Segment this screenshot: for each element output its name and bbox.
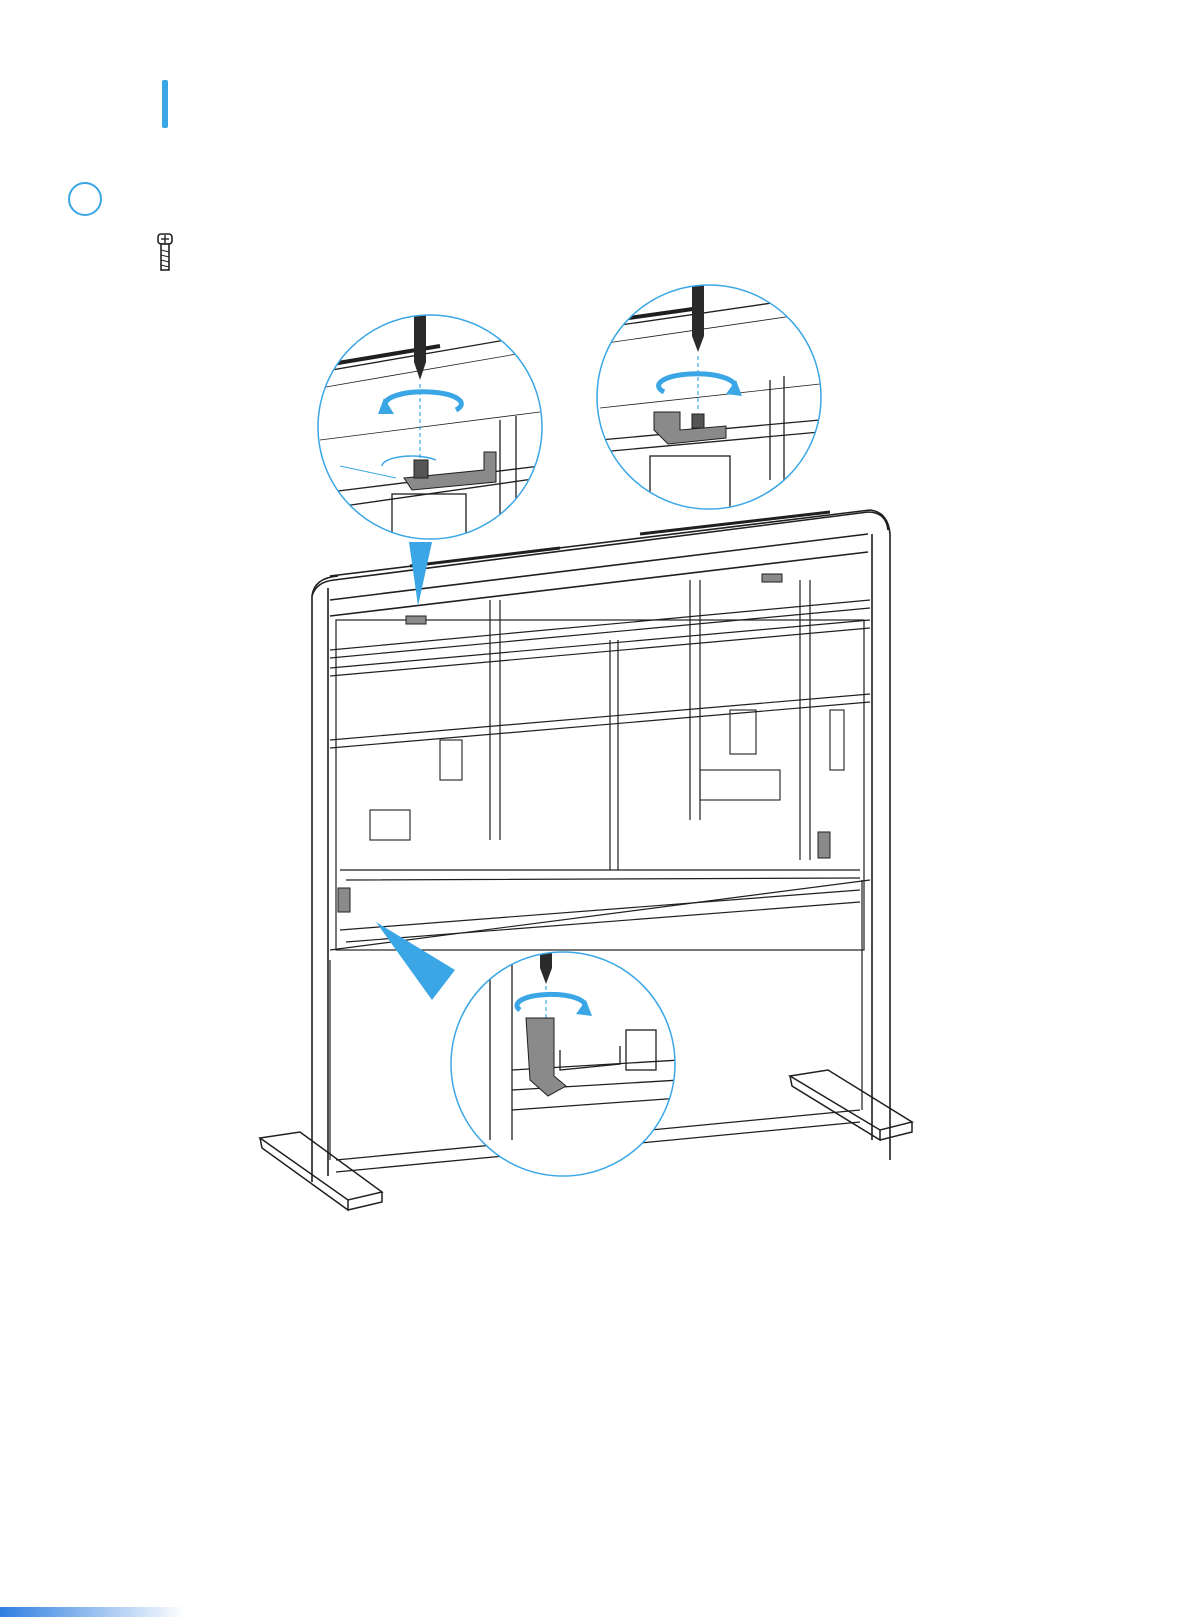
footer-gradient-bar [0, 1607, 185, 1617]
top-right-detail [580, 270, 840, 530]
top-left-detail [300, 300, 560, 560]
bottom-detail [440, 940, 700, 1200]
